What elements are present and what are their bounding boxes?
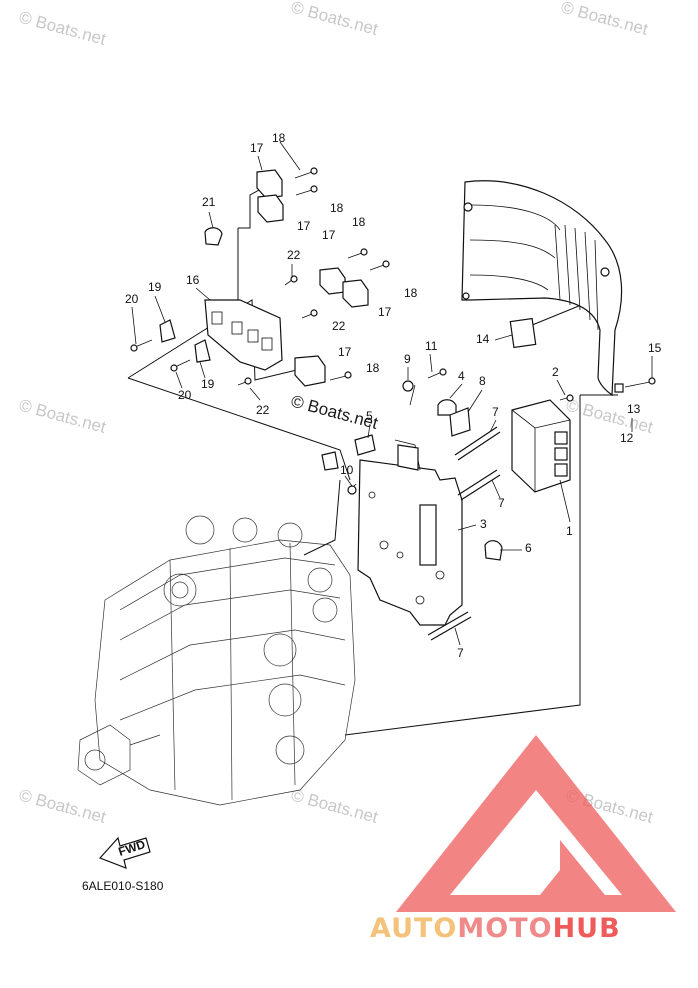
callout-17: 17 [322,228,336,242]
callout-14: 14 [476,332,490,346]
callout-17: 17 [378,305,392,319]
callout-20: 20 [178,388,192,402]
callout-16: 16 [186,273,200,287]
brand-auto: AUTO [370,913,457,944]
callout-18: 18 [352,215,366,229]
fwd-arrow: FWD [98,836,151,869]
fasteners [130,167,656,495]
brand-moto: MOTO [457,913,552,944]
callout-2: 2 [552,365,559,379]
callout-18: 18 [272,131,286,145]
engine-block [77,515,356,806]
watermark: © Boats.net [289,786,380,827]
callout-7: 7 [498,496,505,510]
callout-12: 12 [620,431,634,445]
callout-3: 3 [480,517,487,531]
clamps [159,227,503,561]
callout-leaders [131,141,653,646]
relay-bracket [204,299,283,371]
callout-22: 22 [332,319,346,333]
watermark: © Boats.net [564,396,655,437]
callout-10: 10 [340,463,354,477]
bolts [427,426,501,641]
callout-7: 7 [492,405,499,419]
watermark: © Boats.net [559,0,650,39]
top-cover [461,180,623,397]
callout-11: 11 [425,339,438,353]
watermark: © Boats.net [17,786,108,827]
callout-8: 8 [479,374,486,388]
callout-18: 18 [366,361,380,375]
electrical-bracket [357,439,463,626]
callout-17: 17 [338,345,352,359]
callout-22: 22 [287,248,301,262]
relays [256,169,369,387]
callout-18: 18 [404,286,418,300]
callout-22: 22 [256,403,270,417]
brand-hub: HUB [553,913,621,944]
logo-triangle-notch [540,840,605,895]
callout-17: 17 [297,219,311,233]
callout-1: 1 [566,524,573,538]
brand-logo: AUTOMOTOHUB [370,735,676,944]
callout-17: 17 [250,141,264,155]
callout-5: 5 [366,409,373,423]
callout-4: 4 [458,369,465,383]
callout-labels: 1 2 3 4 5 6 7 7 7 8 9 10 11 12 13 14 15 … [125,131,662,660]
callout-19: 19 [201,377,215,391]
callout-19: 19 [148,280,162,294]
watermark: © Boats.net [289,0,380,39]
watermark: © Boats.net [17,396,108,437]
callout-21: 21 [202,195,216,209]
brand-text: AUTOMOTOHUB [370,913,621,944]
callout-18: 18 [330,201,344,215]
watermark: © Boats.net [17,8,108,49]
cdi-unit [511,399,571,493]
callout-15: 15 [648,341,662,355]
callout-9: 9 [404,352,411,366]
callout-20: 20 [125,292,139,306]
callout-7: 7 [457,646,464,660]
callout-13: 13 [627,402,641,416]
callout-6: 6 [525,541,532,555]
diagram-code: 6ALE010-S180 [82,879,164,893]
